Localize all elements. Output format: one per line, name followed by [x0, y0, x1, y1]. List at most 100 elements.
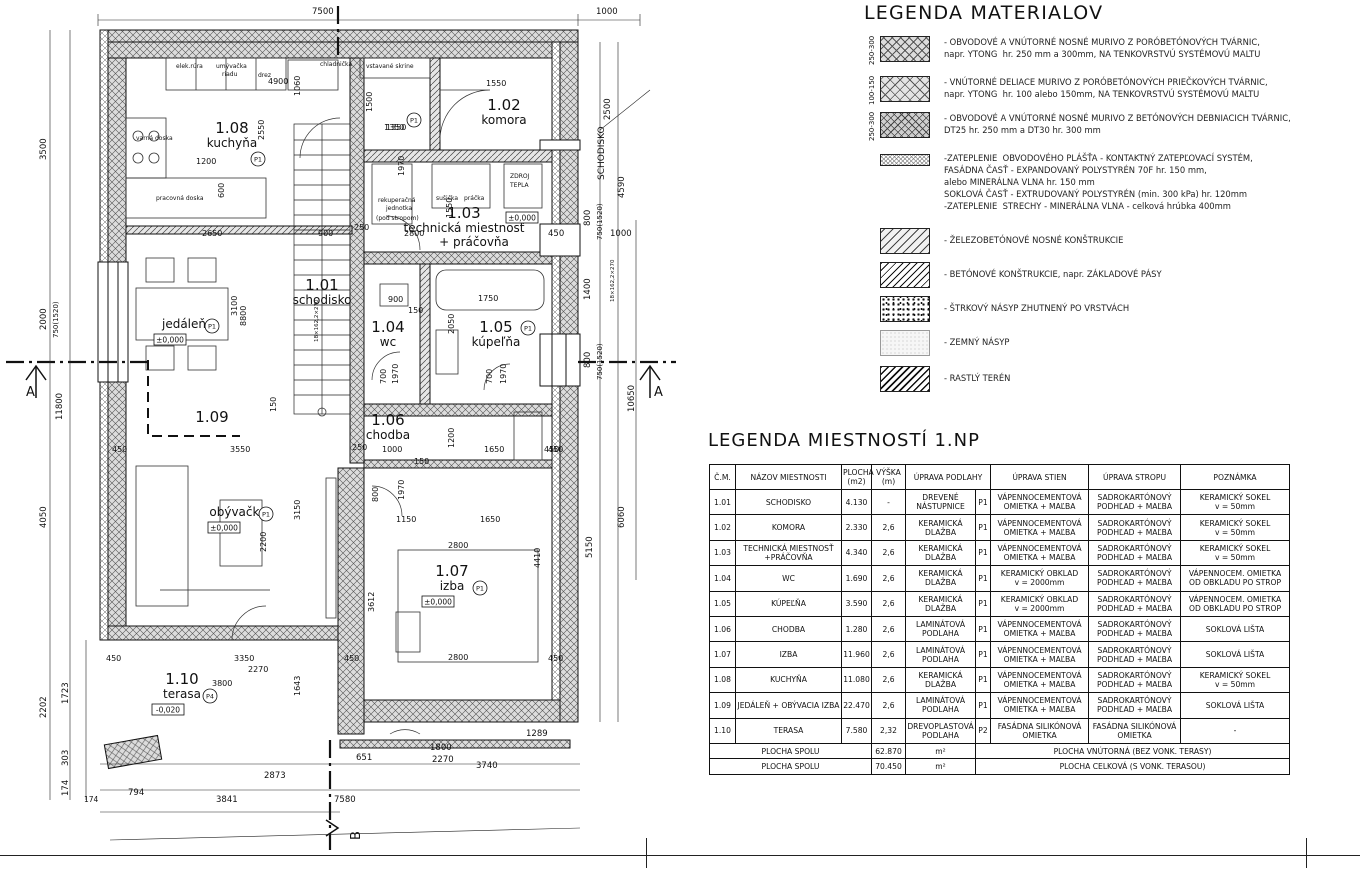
- table-cell-c: 1.02: [709, 514, 736, 541]
- table-cell-note: -: [1180, 717, 1291, 744]
- interior-dimension-label: 1060: [293, 76, 302, 96]
- dim-right-3: 800: [583, 210, 593, 226]
- table-cell-note: KERAMICKÝ SOKEL v = 50mm: [1180, 539, 1291, 567]
- material-text: - OBVODOVÉ A VNÚTORNÉ NOSNÉ MURIVO Z BET…: [944, 113, 1291, 135]
- dim-right-1: 2500: [603, 98, 613, 120]
- room-name: kúpeľňa: [472, 335, 521, 349]
- dim-right-12: 450: [548, 229, 564, 239]
- table-cell-name: TERASA: [735, 717, 842, 744]
- table-cell-note: KERAMICKÝ SOKEL v = 50mm: [1180, 666, 1291, 694]
- section-lines: [6, 6, 676, 850]
- level-marker-box: [207, 521, 241, 534]
- level-marker: ±0,000: [424, 598, 452, 607]
- material-code: 100-150: [868, 75, 876, 105]
- interior-dimension-label: 1200: [196, 157, 216, 166]
- table-cell-h: 2,6: [871, 539, 906, 567]
- interior-dimension-label: 1650: [480, 515, 500, 524]
- table-cell-h: 2,6: [871, 514, 906, 541]
- material-swatch: [880, 262, 930, 288]
- table-cell-area: 11.960: [841, 641, 872, 668]
- fixture-riadu: riadu: [222, 71, 238, 78]
- interior-dimension-label: 1500: [365, 92, 374, 112]
- materials-legend-title: LEGENDA MATERIALOV: [864, 2, 1104, 24]
- room-name: kuchyňa: [207, 136, 257, 150]
- interior-dimension-label: 2270: [248, 665, 268, 674]
- material-item: 250-300 - OBVODOVÉ A VNÚTORNÉ NOSNÉ MURI…: [866, 32, 1336, 66]
- stair-note: 18×162,2×270: [314, 299, 320, 342]
- table-cell-floor: DREVENÉ NÁSTUPNICE: [905, 488, 976, 516]
- level-marker-box: [153, 333, 187, 346]
- dim-bottom-a3: 2873: [264, 771, 286, 781]
- interior-dimension-label: 3100: [230, 296, 239, 316]
- interior-dimension-label: 2800: [448, 653, 468, 662]
- interior-dimension-label: 2800: [448, 541, 468, 550]
- total-label: PLOCHA SPOLU: [709, 742, 872, 760]
- room-tag: P1: [476, 585, 484, 593]
- room-name: wc: [380, 335, 396, 349]
- table-cell-c: 1.06: [709, 615, 736, 643]
- dim-right-10: 5150: [585, 536, 595, 558]
- total-value: 70.450: [871, 758, 906, 775]
- dim-left-overall: 11800: [55, 393, 65, 420]
- interior-dimension-label: 1200: [447, 428, 456, 448]
- table-cell-p: P1: [974, 615, 992, 643]
- table-cell-area: 4.340: [841, 539, 872, 567]
- dim-right-4: 750(1520): [596, 203, 604, 240]
- table-cell-walls: KERAMICKÝ OBKLAD v = 2000mm: [990, 590, 1090, 617]
- material-text: -ZATEPLENIE OBVODOVÉHO PLÁŠŤA - KONTAKTN…: [944, 153, 1253, 211]
- table-cell-ceiling: FASÁDNA SILIKÓNOVÁ OMIETKA: [1088, 717, 1182, 744]
- material-item: 100-150 - VNÚTORNÉ DELIACE MURIVO Z PORÓ…: [866, 72, 1336, 106]
- dim-right-8: 10650: [627, 385, 637, 412]
- table-cell-c: 1.08: [709, 666, 736, 694]
- stair-start-marker: [317, 407, 327, 417]
- table-cell-c: 1.10: [709, 717, 736, 744]
- room-name: chodba: [366, 428, 410, 442]
- table-cell-p: P1: [974, 641, 992, 668]
- wall-structure: [97, 29, 581, 770]
- room-name: jedáleň: [161, 317, 206, 331]
- table-cell-floor: DREVOPLASTOVÁ PODLAHA: [905, 717, 976, 744]
- room-name: obývačka: [209, 505, 266, 519]
- material-item: 250-300 - OBVODOVÉ A VNÚTORNÉ NOSNÉ MURI…: [866, 108, 1336, 142]
- header-height: VÝŠKA (m): [871, 464, 906, 490]
- total-unit: m²: [905, 758, 976, 775]
- header-name: NÁZOV MIESTNOSTI: [735, 464, 842, 490]
- table-cell-floor: LAMINÁTOVÁ PODLAHA: [905, 641, 976, 668]
- level-marker-box: [505, 211, 539, 224]
- room-name: terasa: [163, 687, 201, 701]
- table-cell-walls: VÁPENNOCEMENTOVÁ OMIETKA + MAĽBA: [990, 641, 1090, 668]
- dim-left-3: 4050: [39, 506, 49, 528]
- dim-left-terrace: 2202: [39, 696, 49, 718]
- room-tag-circle: [520, 320, 536, 336]
- table-cell-p: P1: [974, 514, 992, 541]
- staircase: [160, 123, 351, 591]
- material-code: 250-300: [868, 111, 876, 141]
- interior-dimension-label: 1650: [484, 445, 504, 454]
- room-name: schodisko: [293, 293, 352, 307]
- fixture-drez: drez: [258, 72, 271, 79]
- table-cell-h: -: [871, 488, 906, 516]
- level-marker-box: [151, 703, 185, 716]
- floor-plan: A A B 7500 1000 3500 2000 750(1520) 4050…: [6, 6, 676, 850]
- frame-divider-2: [1306, 838, 1307, 868]
- table-cell-area: 3.590: [841, 590, 872, 617]
- table-cell-h: 2,6: [871, 615, 906, 643]
- fixture-pracka: práčka: [464, 195, 485, 202]
- interior-dimension-label: 2550: [257, 120, 266, 140]
- fixture-varna-doska: varná doska: [136, 135, 173, 142]
- interior-dimension-label: 450: [544, 445, 559, 454]
- interior-dimension-label: 700: [485, 369, 494, 384]
- room-tag: P1: [254, 156, 262, 164]
- fixture-el-rura: elek.rúra: [176, 63, 203, 70]
- dim-left-1: 3500: [39, 138, 49, 160]
- stair-note-exterior: 18×162,2×270: [610, 259, 616, 302]
- room-tag-circle: [406, 112, 422, 128]
- interior-dimension-label: 450: [548, 445, 563, 454]
- dim-bottom-b: 3841: [216, 795, 238, 805]
- table-cell-c: 1.05: [709, 590, 736, 617]
- table-cell-ceiling: SADROKARTÓNOVÝ PODHĽAD + MAĽBA: [1088, 666, 1182, 694]
